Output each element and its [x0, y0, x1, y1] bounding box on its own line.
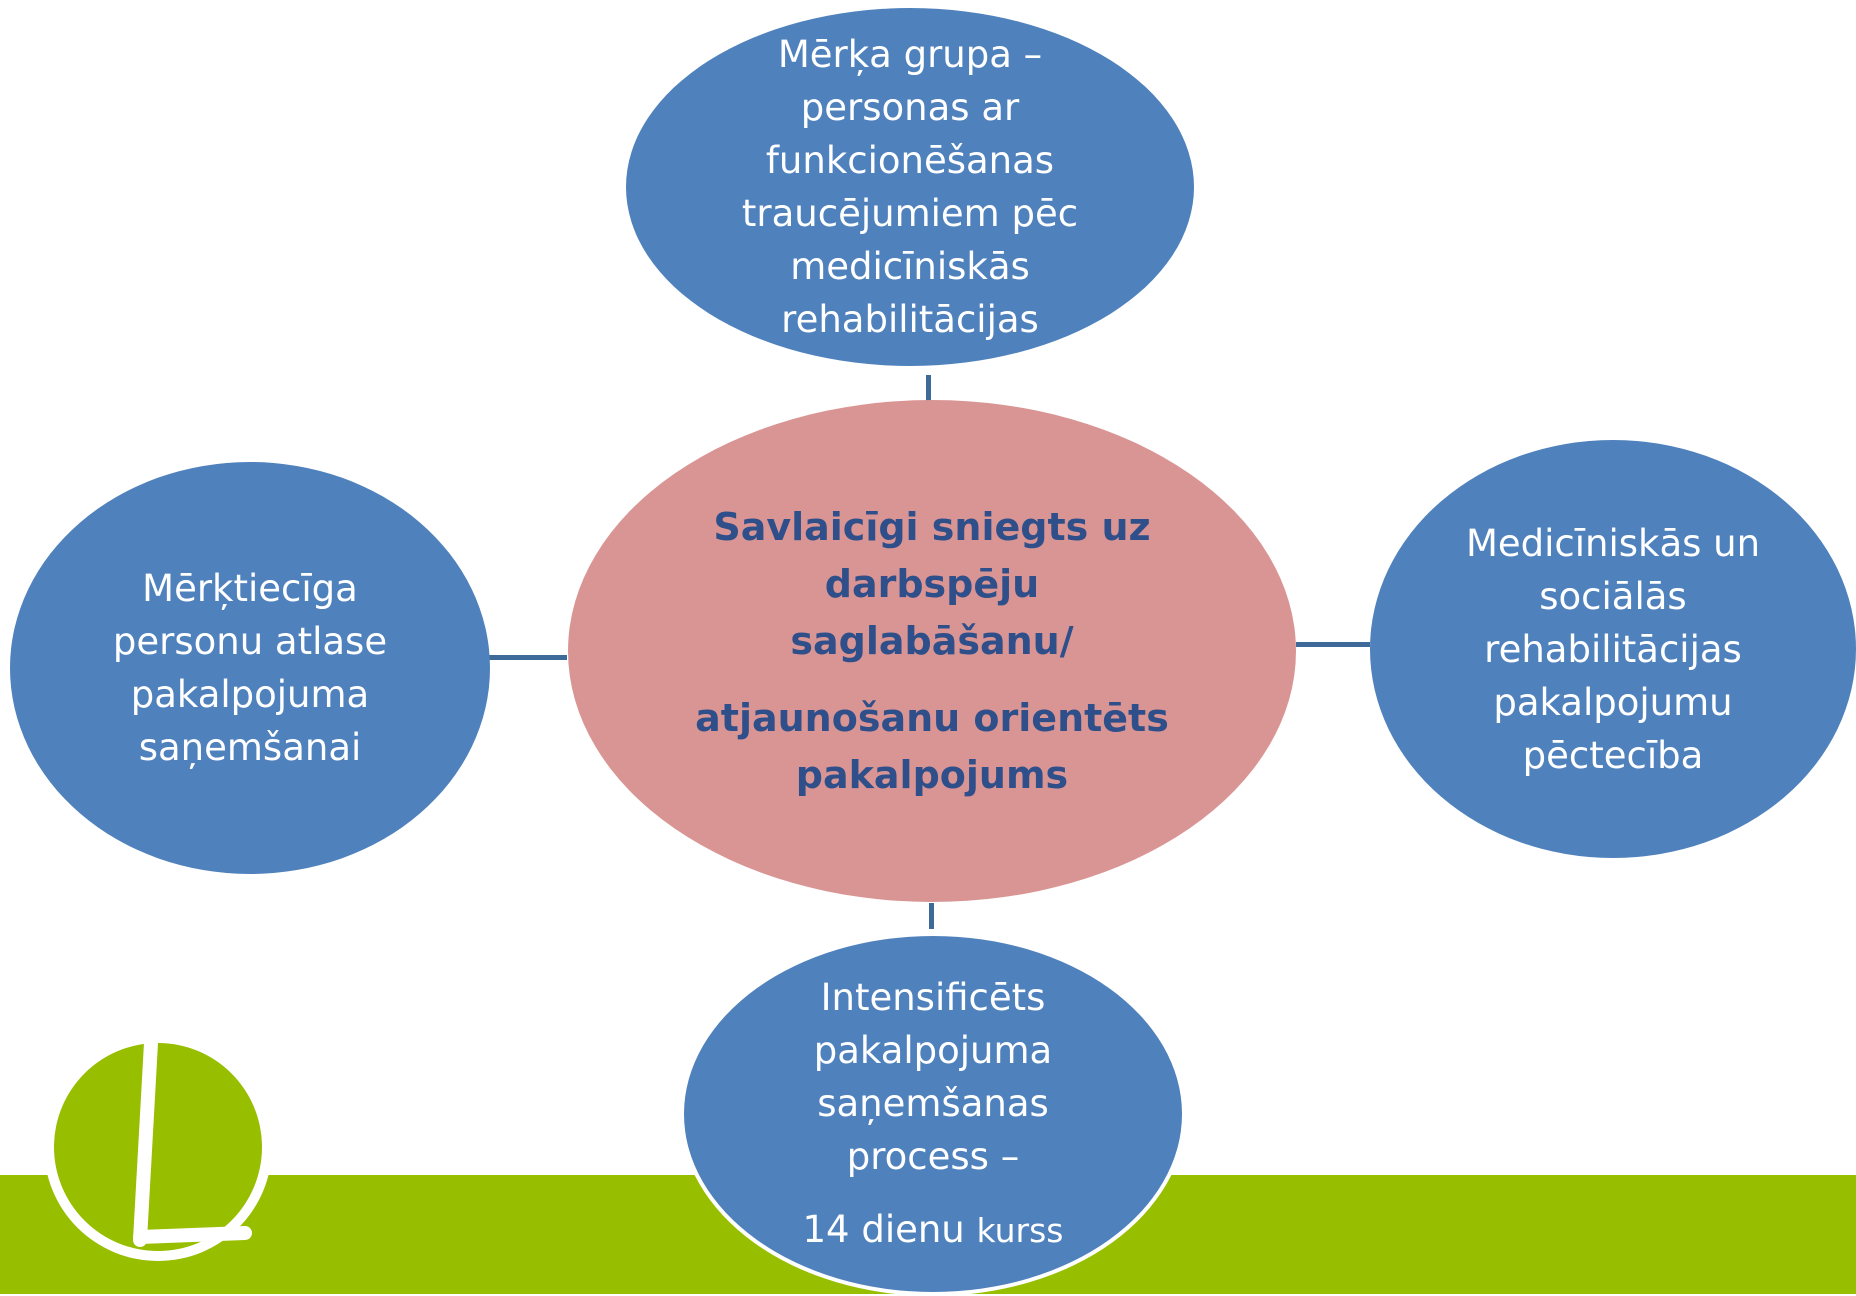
center-line-4: atjaunošanu orientēts: [695, 695, 1169, 740]
connector-top: [926, 375, 931, 401]
duration-days: 14 dienu: [802, 1208, 965, 1251]
target-group-bubble: Mērķa grupa – personas ar funkcionēšanas…: [626, 8, 1194, 366]
center-line-1: Savlaicīgi sniegts uz: [713, 504, 1151, 549]
continuity-bubble: Medicīniskās un sociālās rehabilitācijas…: [1370, 440, 1856, 858]
process-line-2: pakalpojuma: [813, 1029, 1053, 1072]
process-duration: 14 dienu kurss: [802, 1203, 1063, 1257]
green-circle-logo-icon: [44, 1018, 272, 1261]
intensified-process-bubble: Intensificēts pakalpojuma saņemšanas pro…: [680, 932, 1186, 1296]
duration-unit: kurss: [976, 1211, 1064, 1250]
central-service-bubble: Savlaicīgi sniegts uz darbspēju saglabāš…: [568, 400, 1296, 902]
selection-line-4: saņemšanai: [138, 726, 362, 769]
continuity-line-2: sociālās: [1539, 574, 1687, 618]
center-line-5: pakalpojums: [795, 752, 1069, 797]
center-line-2: darbspēju: [824, 561, 1040, 606]
target-group-line-3: funkcionēšanas: [765, 139, 1055, 182]
selection-bubble: Mērķtiecīga personu atlase pakalpojuma s…: [10, 462, 490, 874]
target-group-line-4: traucējumiem pēc: [741, 192, 1079, 235]
connector-left: [487, 655, 567, 660]
process-line-4: process –: [846, 1135, 1020, 1178]
connector-right: [1296, 642, 1370, 647]
selection-line-1: Mērķtiecīga: [142, 567, 358, 610]
continuity-line-1: Medicīniskās un: [1465, 521, 1761, 565]
selection-line-2: personu atlase: [112, 620, 388, 663]
process-line-3: saņemšanas: [817, 1082, 1049, 1125]
target-group-line-2: personas ar: [800, 86, 1020, 129]
target-group-line-5: medicīniskās: [790, 245, 1030, 288]
continuity-line-5: pēctecība: [1522, 733, 1704, 777]
target-group-line-6: rehabilitācijas: [781, 298, 1039, 341]
target-group-line-1: Mērķa grupa –: [777, 33, 1043, 76]
process-line-1: Intensificēts: [820, 976, 1046, 1019]
continuity-line-3: rehabilitācijas: [1484, 627, 1742, 671]
selection-line-3: pakalpojuma: [130, 673, 370, 716]
continuity-line-4: pakalpojumu: [1493, 680, 1733, 724]
center-line-3: saglabāšanu/: [790, 618, 1074, 663]
connector-bottom: [929, 903, 934, 929]
